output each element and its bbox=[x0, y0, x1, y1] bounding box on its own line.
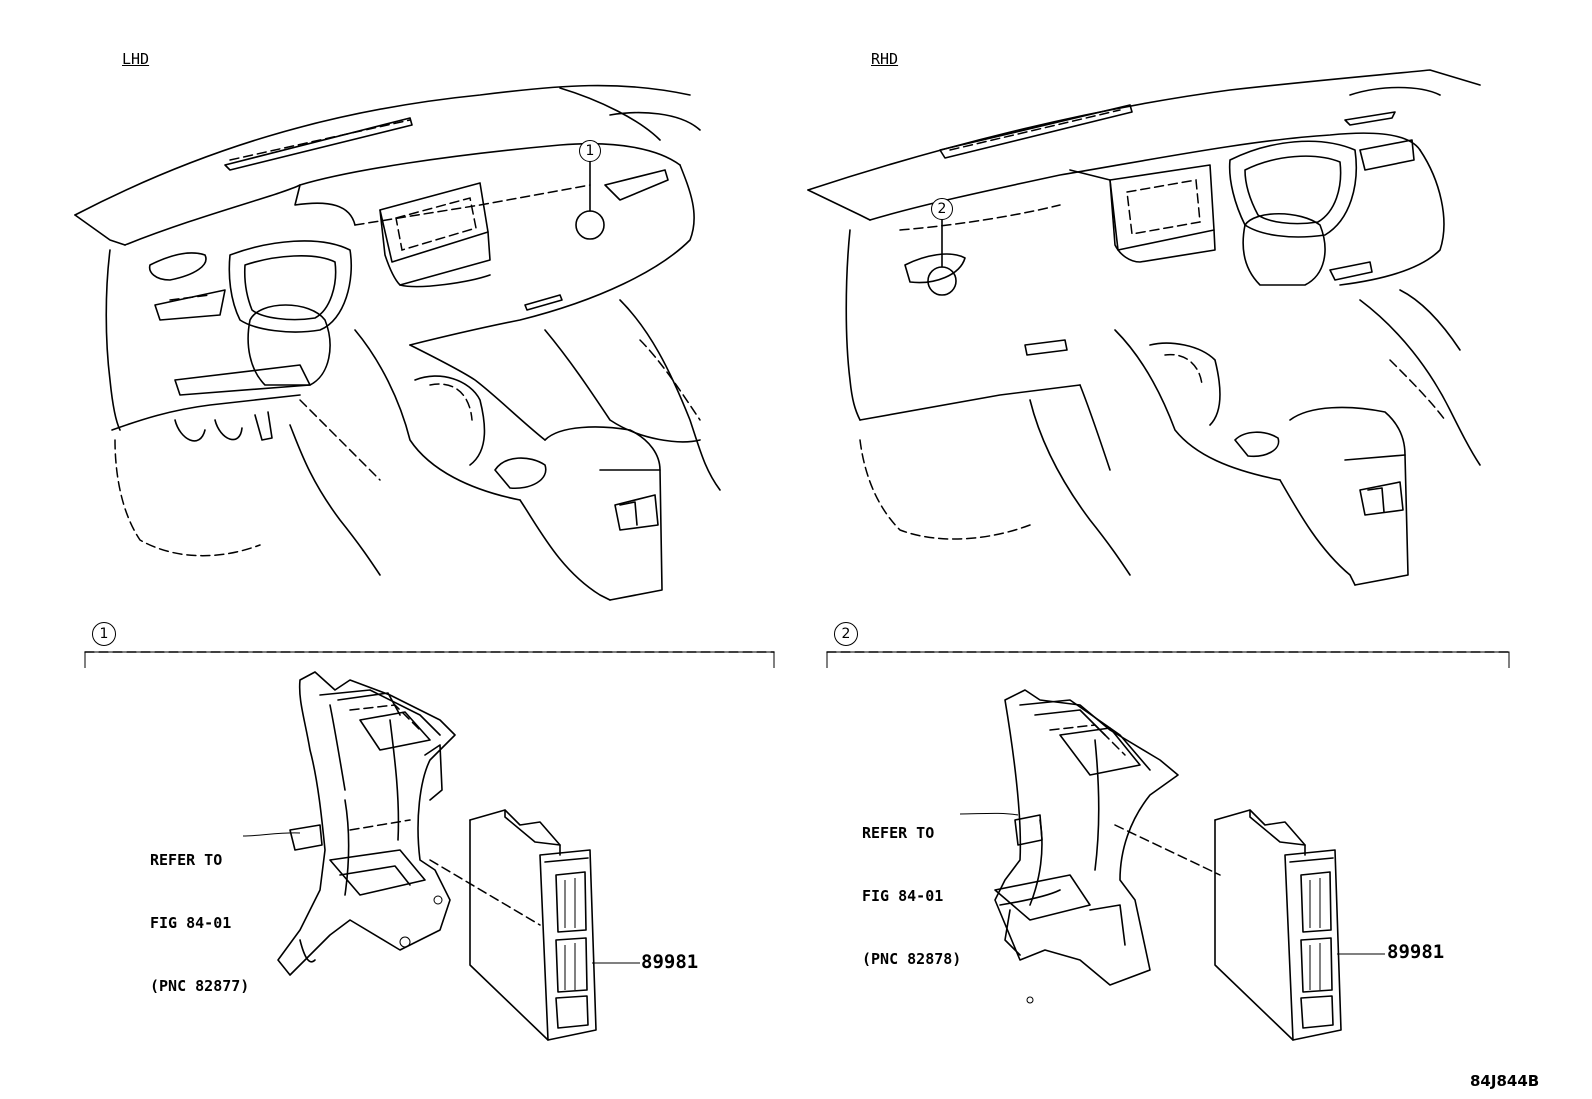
rhd-view-title: RHD bbox=[871, 50, 899, 68]
detail-2-refer-note: REFER TO FIG 84-01 (PNC 82878) bbox=[862, 781, 961, 991]
lhd-dashboard-drawing bbox=[74, 84, 721, 601]
refer-line-1: REFER TO bbox=[862, 824, 935, 842]
callout-1-marker: 1 bbox=[579, 140, 601, 162]
detail-2-index: 2 bbox=[834, 622, 858, 646]
detail2-bracket-drawing bbox=[994, 689, 1179, 1004]
lhd-view-title: LHD bbox=[122, 50, 150, 68]
refer-line-1: REFER TO bbox=[150, 851, 223, 869]
detail-1-refer-note: REFER TO FIG 84-01 (PNC 82877) bbox=[150, 808, 249, 1018]
detail2-ecu-drawing bbox=[959, 809, 1385, 1041]
detail1-ecu-drawing bbox=[242, 809, 640, 1041]
rhd-dashboard-drawing bbox=[807, 69, 1481, 586]
refer-line-2: FIG 84-01 bbox=[862, 887, 944, 905]
refer-line-3: (PNC 82878) bbox=[862, 950, 962, 968]
detail-1-index: 1 bbox=[92, 622, 116, 646]
refer-line-3: (PNC 82877) bbox=[150, 977, 250, 995]
figure-code: 84J844B bbox=[1470, 1072, 1540, 1090]
detail-1-part-number: 89981 bbox=[641, 951, 699, 973]
detail-2-part-number: 89981 bbox=[1387, 941, 1445, 963]
refer-line-2: FIG 84-01 bbox=[150, 914, 232, 932]
detail-bracket-lines bbox=[84, 651, 1510, 668]
callout-2-marker: 2 bbox=[931, 198, 953, 220]
detail1-bracket-drawing bbox=[277, 671, 456, 976]
